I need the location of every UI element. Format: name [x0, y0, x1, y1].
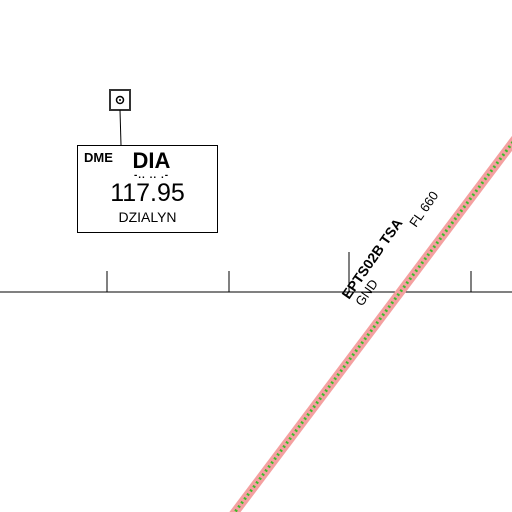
dme-station-icon[interactable]	[109, 89, 131, 111]
navaid-leader-line	[119, 109, 122, 146]
tsa-border-band	[229, 135, 512, 512]
navaid-type: DME	[84, 150, 113, 165]
navaid-name: DZIALYN	[118, 209, 177, 225]
airway-line	[0, 252, 512, 293]
dme-center-dot	[115, 95, 125, 105]
navaid-morse-code: -.. .. .-	[133, 170, 170, 181]
tsa-centerline	[233, 140, 512, 512]
tsa-upper-group: FL 660	[406, 188, 441, 229]
tsa-upper-limit: FL 660	[406, 188, 441, 229]
navaid-ident: DIA	[132, 148, 171, 173]
tsa-boundary[interactable]	[229, 135, 512, 512]
navaid-info-box[interactable]: DME DIA -.. .. .- 117.95 DZIALYN	[77, 145, 218, 233]
navaid-frequency: 117.95	[110, 179, 185, 207]
